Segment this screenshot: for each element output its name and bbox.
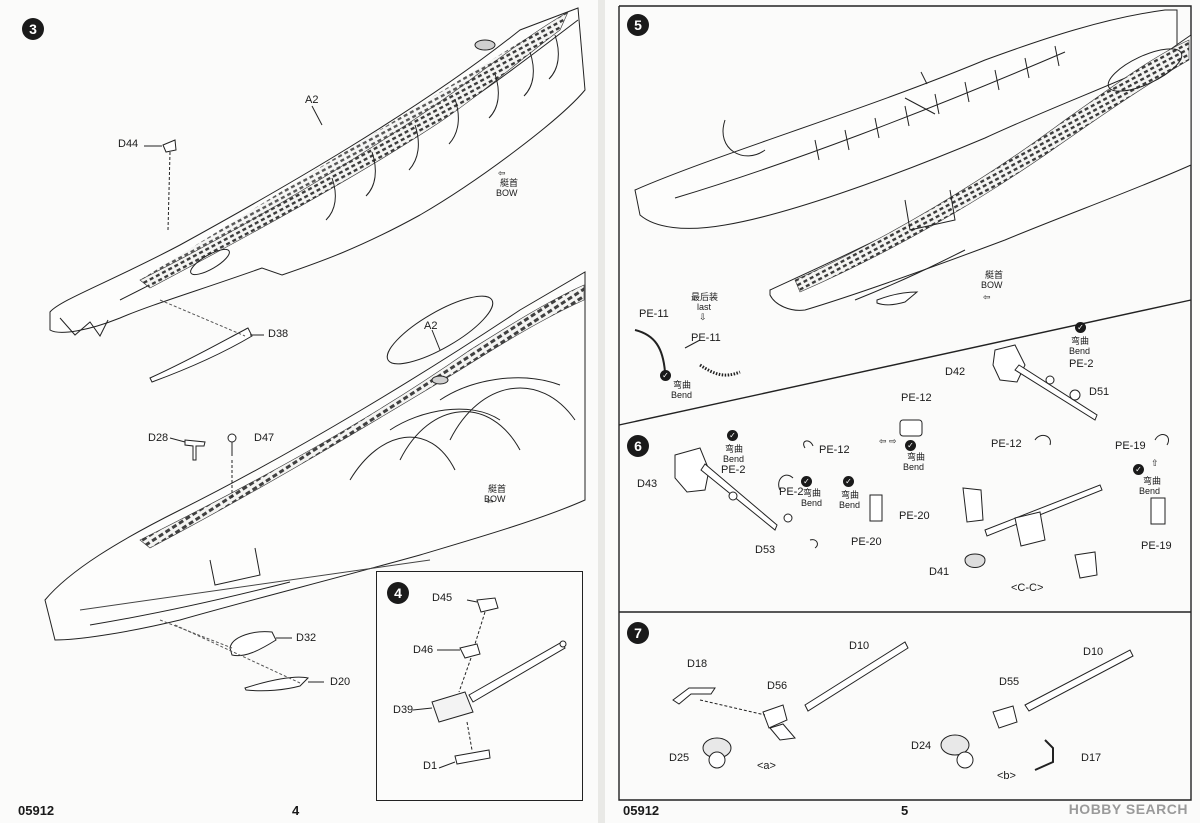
label-d53: D53 (755, 544, 776, 556)
label-pe20: PE-20 (851, 536, 882, 548)
page-code: 05912 (623, 803, 660, 818)
step-5-lower-hull (769, 34, 1192, 311)
label-pe19: PE-19 (1115, 440, 1146, 452)
step-7-parts (672, 641, 1134, 771)
label-d39: D39 (393, 704, 414, 716)
arrow-left-right-icon: ⇦ ⇨ (879, 436, 897, 446)
label-d20: D20 (330, 676, 351, 688)
step-6-parts (674, 344, 1169, 579)
step-4-gun-drawing (412, 597, 567, 769)
instruction-page-4: 3 A2 D44 ⇦ 艇首 BOW D38 A2 D28 D47 ⇦ 艇首 BO… (18, 7, 586, 818)
label-d42: D42 (945, 366, 966, 378)
label-pe12: PE-12 (901, 392, 932, 404)
step-number-6: 6 (627, 435, 649, 457)
bend-check-icon: ✓ (1133, 464, 1144, 475)
label-d56: D56 (767, 680, 788, 692)
label-pe19: PE-19 (1141, 540, 1172, 552)
page-gutter (598, 0, 607, 823)
part-d20 (174, 624, 324, 692)
label-d51: D51 (1089, 386, 1110, 398)
label-d38: D38 (268, 328, 289, 340)
step-number-4: 4 (387, 582, 409, 604)
label-pe2: PE-2 (779, 486, 804, 498)
label-pe12: PE-12 (819, 444, 850, 456)
label-pe2: PE-2 (1069, 358, 1094, 370)
label-d10: D10 (849, 640, 870, 652)
bend-check-icon: ✓ (801, 476, 812, 487)
label-pe2: PE-2 (721, 464, 746, 476)
bend-check-icon: ✓ (660, 370, 671, 381)
part-d38 (149, 299, 264, 383)
label-d47: D47 (254, 432, 275, 444)
step-number-3: 3 (22, 18, 44, 40)
detail-a: <a> (757, 760, 776, 772)
label-d32: D32 (296, 632, 317, 644)
part-d32 (159, 619, 292, 657)
label-d28: D28 (148, 432, 169, 444)
bend-check-icon: ✓ (1075, 322, 1086, 333)
step-3-hull-drawing (44, 7, 586, 692)
step-number-5: 5 (627, 14, 649, 36)
step-5-6-7-drawing (618, 5, 1192, 801)
part-pe11 (634, 329, 741, 377)
label-d1: D1 (423, 760, 438, 772)
arrow-down-icon: ⇩ (699, 312, 707, 322)
step-number-7: 7 (627, 622, 649, 644)
parts-d28-d47 (169, 433, 237, 500)
label-d45: D45 (432, 592, 453, 604)
bow-direction-arrow-icon: ⇦ (486, 496, 494, 506)
label-a2: A2 (424, 320, 438, 332)
label-d41: D41 (929, 566, 950, 578)
page-number: 5 (901, 803, 909, 818)
page-code: 05912 (18, 803, 55, 818)
label-a2: A2 (305, 94, 319, 106)
watermark: HOBBY SEARCH (1068, 801, 1188, 817)
instruction-page-5: 5 6 7 PE-11 最后装 last ⇩ PE-11 ✓ 弯曲 Bend 艇… (605, 0, 1200, 823)
bow-direction-arrow-icon: ⇦ (498, 168, 506, 178)
label-d17: D17 (1081, 752, 1102, 764)
label-d24: D24 (911, 740, 932, 752)
arrow-up-icon: ⇧ (1151, 458, 1159, 468)
step-4-inset: 4 D45 D46 D39 D1 (376, 571, 583, 801)
part-d44 (144, 139, 177, 231)
detail-b: <b> (997, 770, 1016, 782)
label-d46: D46 (413, 644, 434, 656)
label-d43: D43 (637, 478, 658, 490)
label-pe11: PE-11 (691, 332, 721, 344)
section-c-c: <C-C> (1011, 582, 1044, 594)
label-d55: D55 (999, 676, 1020, 688)
label-pe11: PE-11 (639, 308, 669, 320)
bow-direction-arrow-icon: ⇦ (983, 292, 991, 302)
label-d10: D10 (1083, 646, 1104, 658)
label-d44: D44 (118, 138, 139, 150)
label-d18: D18 (687, 658, 708, 670)
label-pe20: PE-20 (899, 510, 930, 522)
upper-hull-top (49, 7, 586, 337)
bend-check-icon: ✓ (905, 440, 916, 451)
page-number: 4 (292, 803, 300, 818)
bend-check-icon: ✓ (727, 430, 738, 441)
bend-check-icon: ✓ (843, 476, 854, 487)
label-d25: D25 (669, 752, 690, 764)
label-pe12: PE-12 (991, 438, 1022, 450)
upper-hull-bottom (44, 271, 586, 641)
